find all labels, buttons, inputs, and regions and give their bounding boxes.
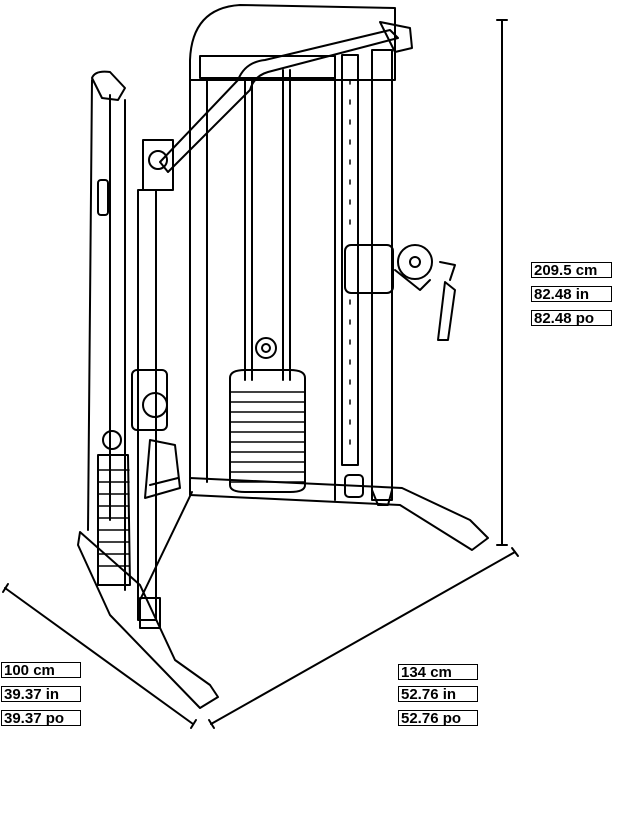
rear-weight-stack <box>229 337 306 493</box>
depth-french-label: 39.37 po <box>1 710 81 727</box>
left-tower <box>87 70 181 629</box>
left-weight-stack <box>97 430 131 586</box>
height-imperial-label: 82.48 in <box>531 286 612 303</box>
width-imperial-label: 52.76 in <box>398 686 478 703</box>
base-frame <box>77 477 489 709</box>
rear-frame <box>189 4 396 483</box>
width-dimension-line <box>208 547 519 729</box>
width-metric-label: 134 cm <box>398 664 478 681</box>
height-metric-label: 209.5 cm <box>531 262 612 279</box>
height-french-label: 82.48 po <box>531 310 612 327</box>
depth-metric-label: 100 cm <box>1 662 81 679</box>
height-dimension-line <box>496 19 508 546</box>
depth-dimension-line <box>2 583 197 729</box>
depth-imperial-label: 39.37 in <box>1 686 81 703</box>
right-column <box>334 49 456 506</box>
width-french-label: 52.76 po <box>398 710 478 727</box>
pull-up-bar <box>159 21 413 173</box>
